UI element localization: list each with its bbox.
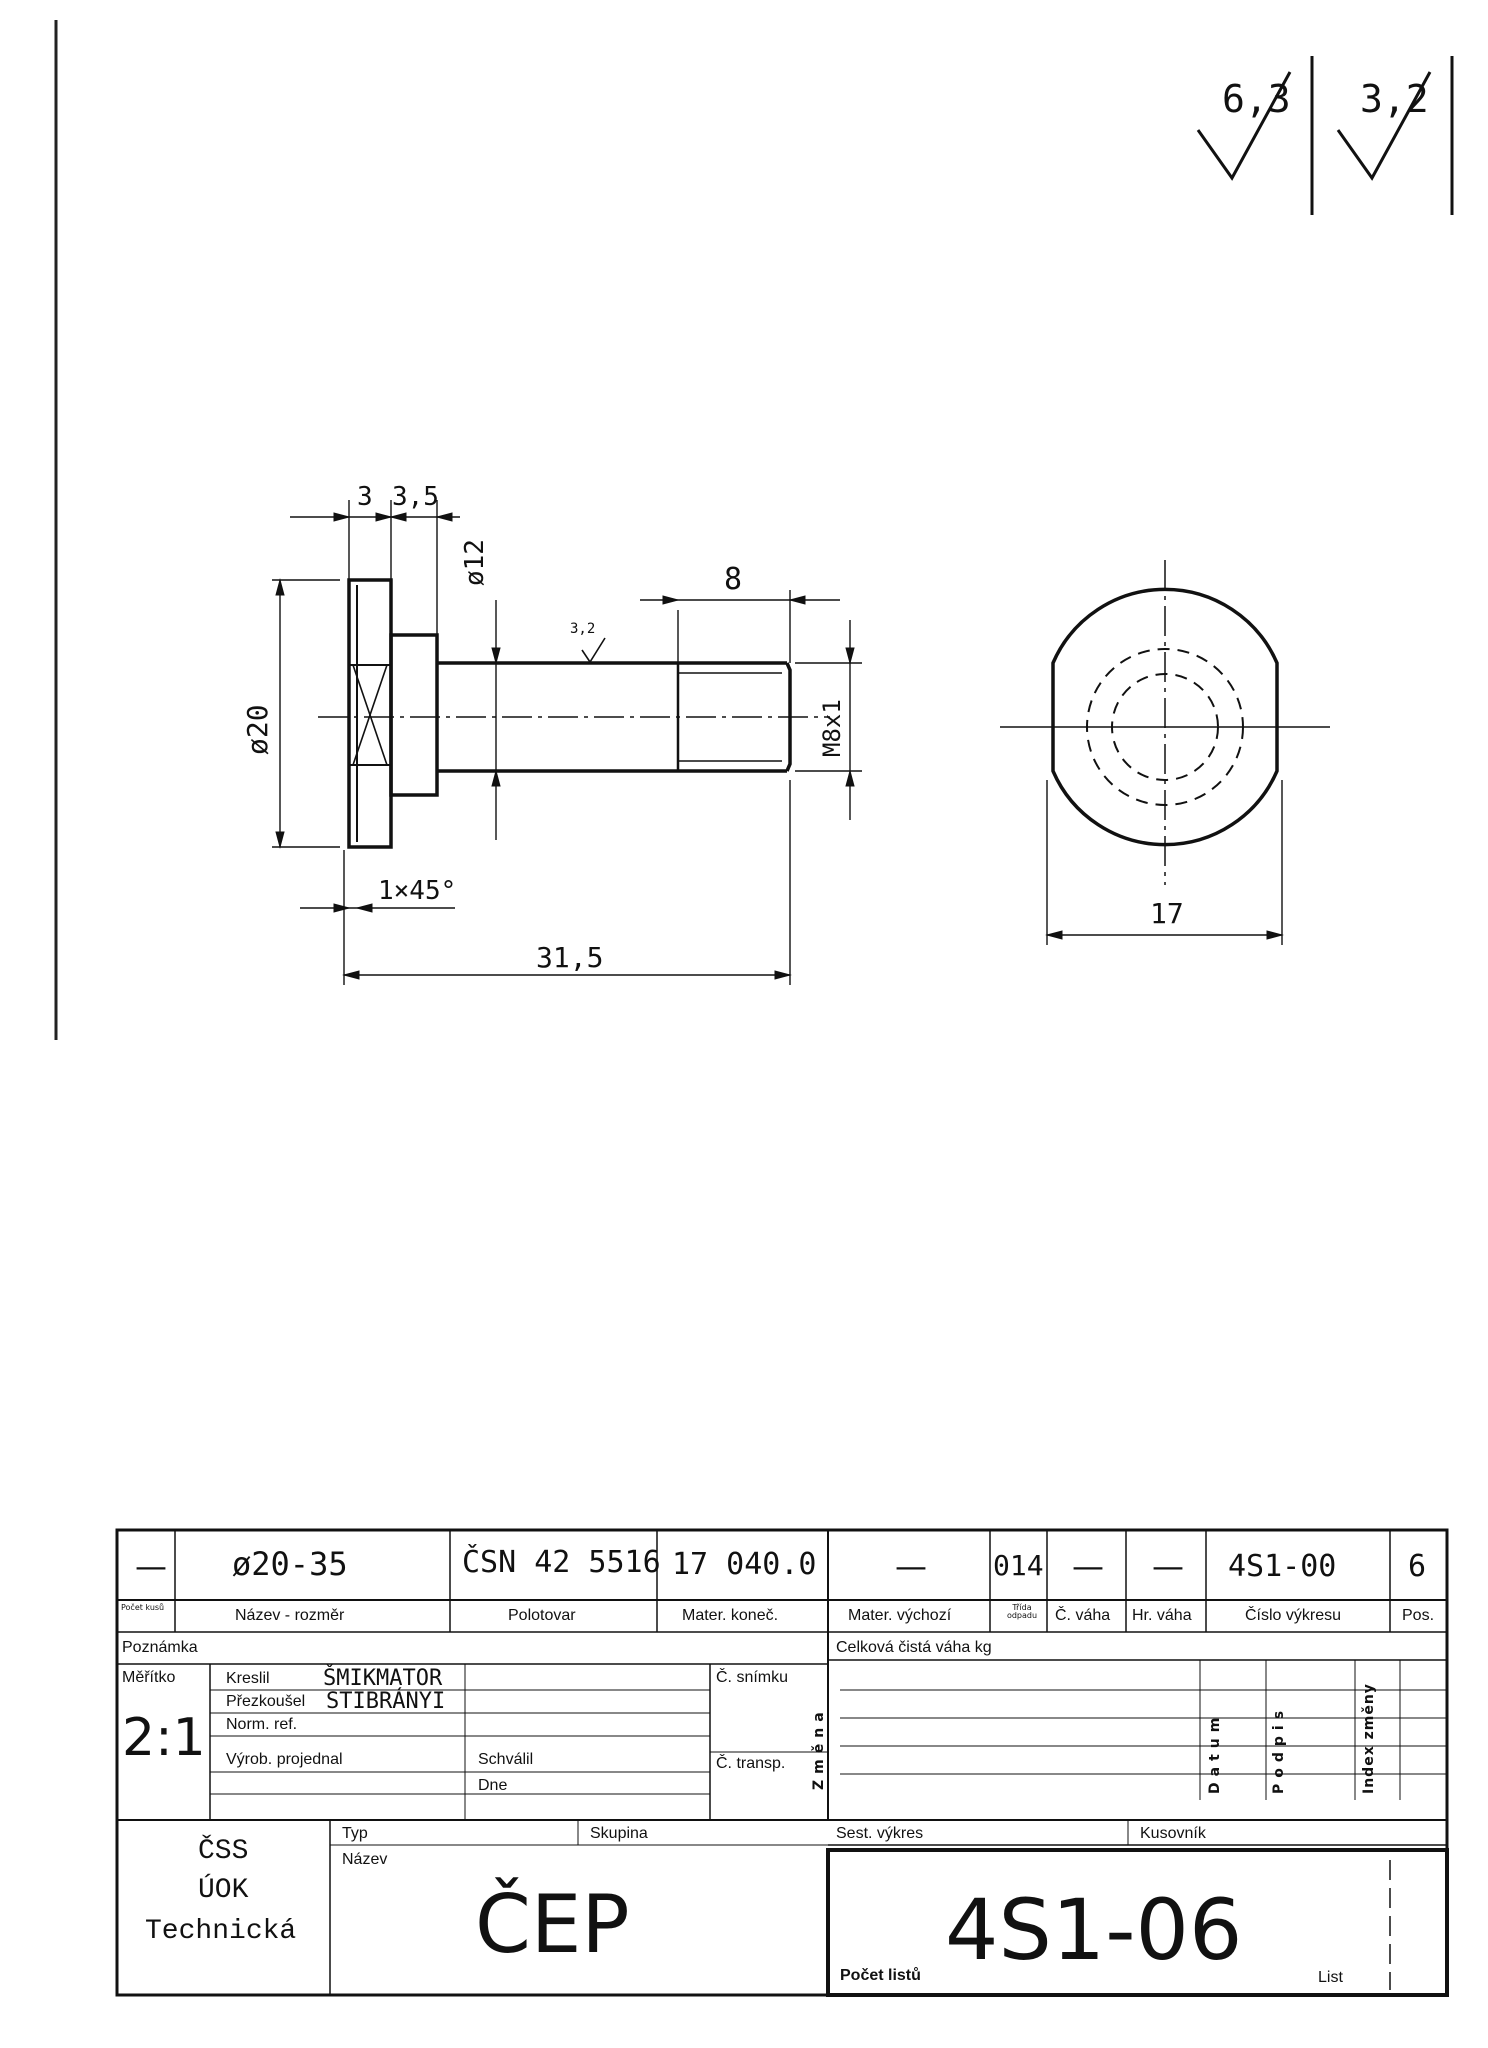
name-size-label: Název - rozměr [235, 1607, 345, 1624]
sheet-label: List [1318, 1969, 1343, 1986]
position-label: Pos. [1402, 1607, 1435, 1624]
front-view [272, 500, 862, 985]
scale-label: Měřítko [122, 1669, 176, 1686]
count-label: Počet kusů [121, 1603, 165, 1612]
dim-overall-length: 31,5 [536, 941, 604, 974]
drawing-number-label: Číslo výkresu [1245, 1607, 1342, 1624]
parts-list-label: Kusovník [1140, 1825, 1206, 1842]
end-view-outline [1051, 587, 1279, 847]
transparency-label: Č. transp. [716, 1755, 786, 1772]
surface-finish-value: 6,3 [1222, 77, 1291, 121]
chamfer-spec: 1×45° [378, 876, 457, 906]
drawn-by-label: Kreslil [226, 1670, 270, 1687]
waste-class-label: Třída odpadu [1006, 1603, 1038, 1620]
company-line: ÚOK [198, 1875, 249, 1906]
scale-value: 2:1 [122, 1708, 206, 1768]
approved-label: Schválil [478, 1751, 534, 1768]
count-value: — [135, 1547, 167, 1585]
roughness-shaft: 3,2 [570, 621, 596, 637]
material-final-label: Mater. koneč. [682, 1607, 779, 1624]
drawing-number-value: 4S1-00 [1228, 1549, 1337, 1584]
net-weight-label: Č. váha [1055, 1607, 1111, 1624]
semi-product-value: ČSN 42 5516 [462, 1545, 661, 1580]
gross-weight-label: Hr. váha [1132, 1607, 1192, 1624]
net-weight-value: — [1072, 1547, 1104, 1585]
collar-outline [389, 633, 439, 797]
date-label: Dne [478, 1777, 508, 1794]
checked-by-value: STIBRÁNYI [326, 1689, 446, 1714]
photo-no-label: Č. snímku [716, 1669, 789, 1686]
note-label: Poznámka [122, 1639, 198, 1656]
sheet-count-label: Počet listů [840, 1967, 921, 1984]
name-size-value: ø20-35 [232, 1545, 348, 1583]
norm-ref-label: Norm. ref. [226, 1716, 298, 1733]
date-col-label: Datum [1207, 1711, 1223, 1794]
semi-product-label: Polotovar [508, 1607, 576, 1624]
material-final-value: 17 040.0 [672, 1547, 817, 1582]
position-value: 6 [1408, 1549, 1427, 1584]
part-name: ČEP [475, 1878, 630, 1971]
company-line: ČSS [198, 1836, 249, 1867]
gross-weight-value: — [1152, 1547, 1184, 1585]
assembly-label: Sest. výkres [836, 1825, 924, 1842]
change-index-label: Index změny [1361, 1683, 1377, 1794]
dim-collar-width: 3,5 [392, 482, 439, 512]
total-weight-label: Celková čistá váha kg [836, 1639, 992, 1656]
material-initial-value: — [895, 1547, 927, 1585]
drawing-id: 4S1-06 [945, 1881, 1243, 1979]
group-label: Skupina [590, 1825, 648, 1842]
dim-head-width: 3 [357, 482, 373, 512]
signature-label: Podpis [1271, 1704, 1287, 1794]
knurl-mark [352, 664, 388, 766]
company-line: Technická [145, 1916, 297, 1947]
surface-finish-value: 3,2 [1360, 77, 1429, 121]
material-initial-label: Mater. výchozí [848, 1607, 952, 1624]
surface-finish-symbol [1196, 56, 1454, 215]
waste-class-value: 014 [993, 1549, 1044, 1582]
type-label: Typ [342, 1825, 368, 1842]
name-label: Název [342, 1851, 388, 1868]
drawn-by-value: ŠMIKMATOR [323, 1666, 443, 1691]
checked-by-label: Přezkoušel [226, 1693, 306, 1710]
change-label: Změna [811, 1706, 827, 1790]
end-view [1000, 560, 1330, 945]
technical-drawing [54, 20, 1454, 1040]
production-label: Výrob. projednal [226, 1751, 343, 1768]
dim-thread-length: 8 [724, 562, 743, 597]
dim-flat-width: 17 [1150, 897, 1184, 930]
